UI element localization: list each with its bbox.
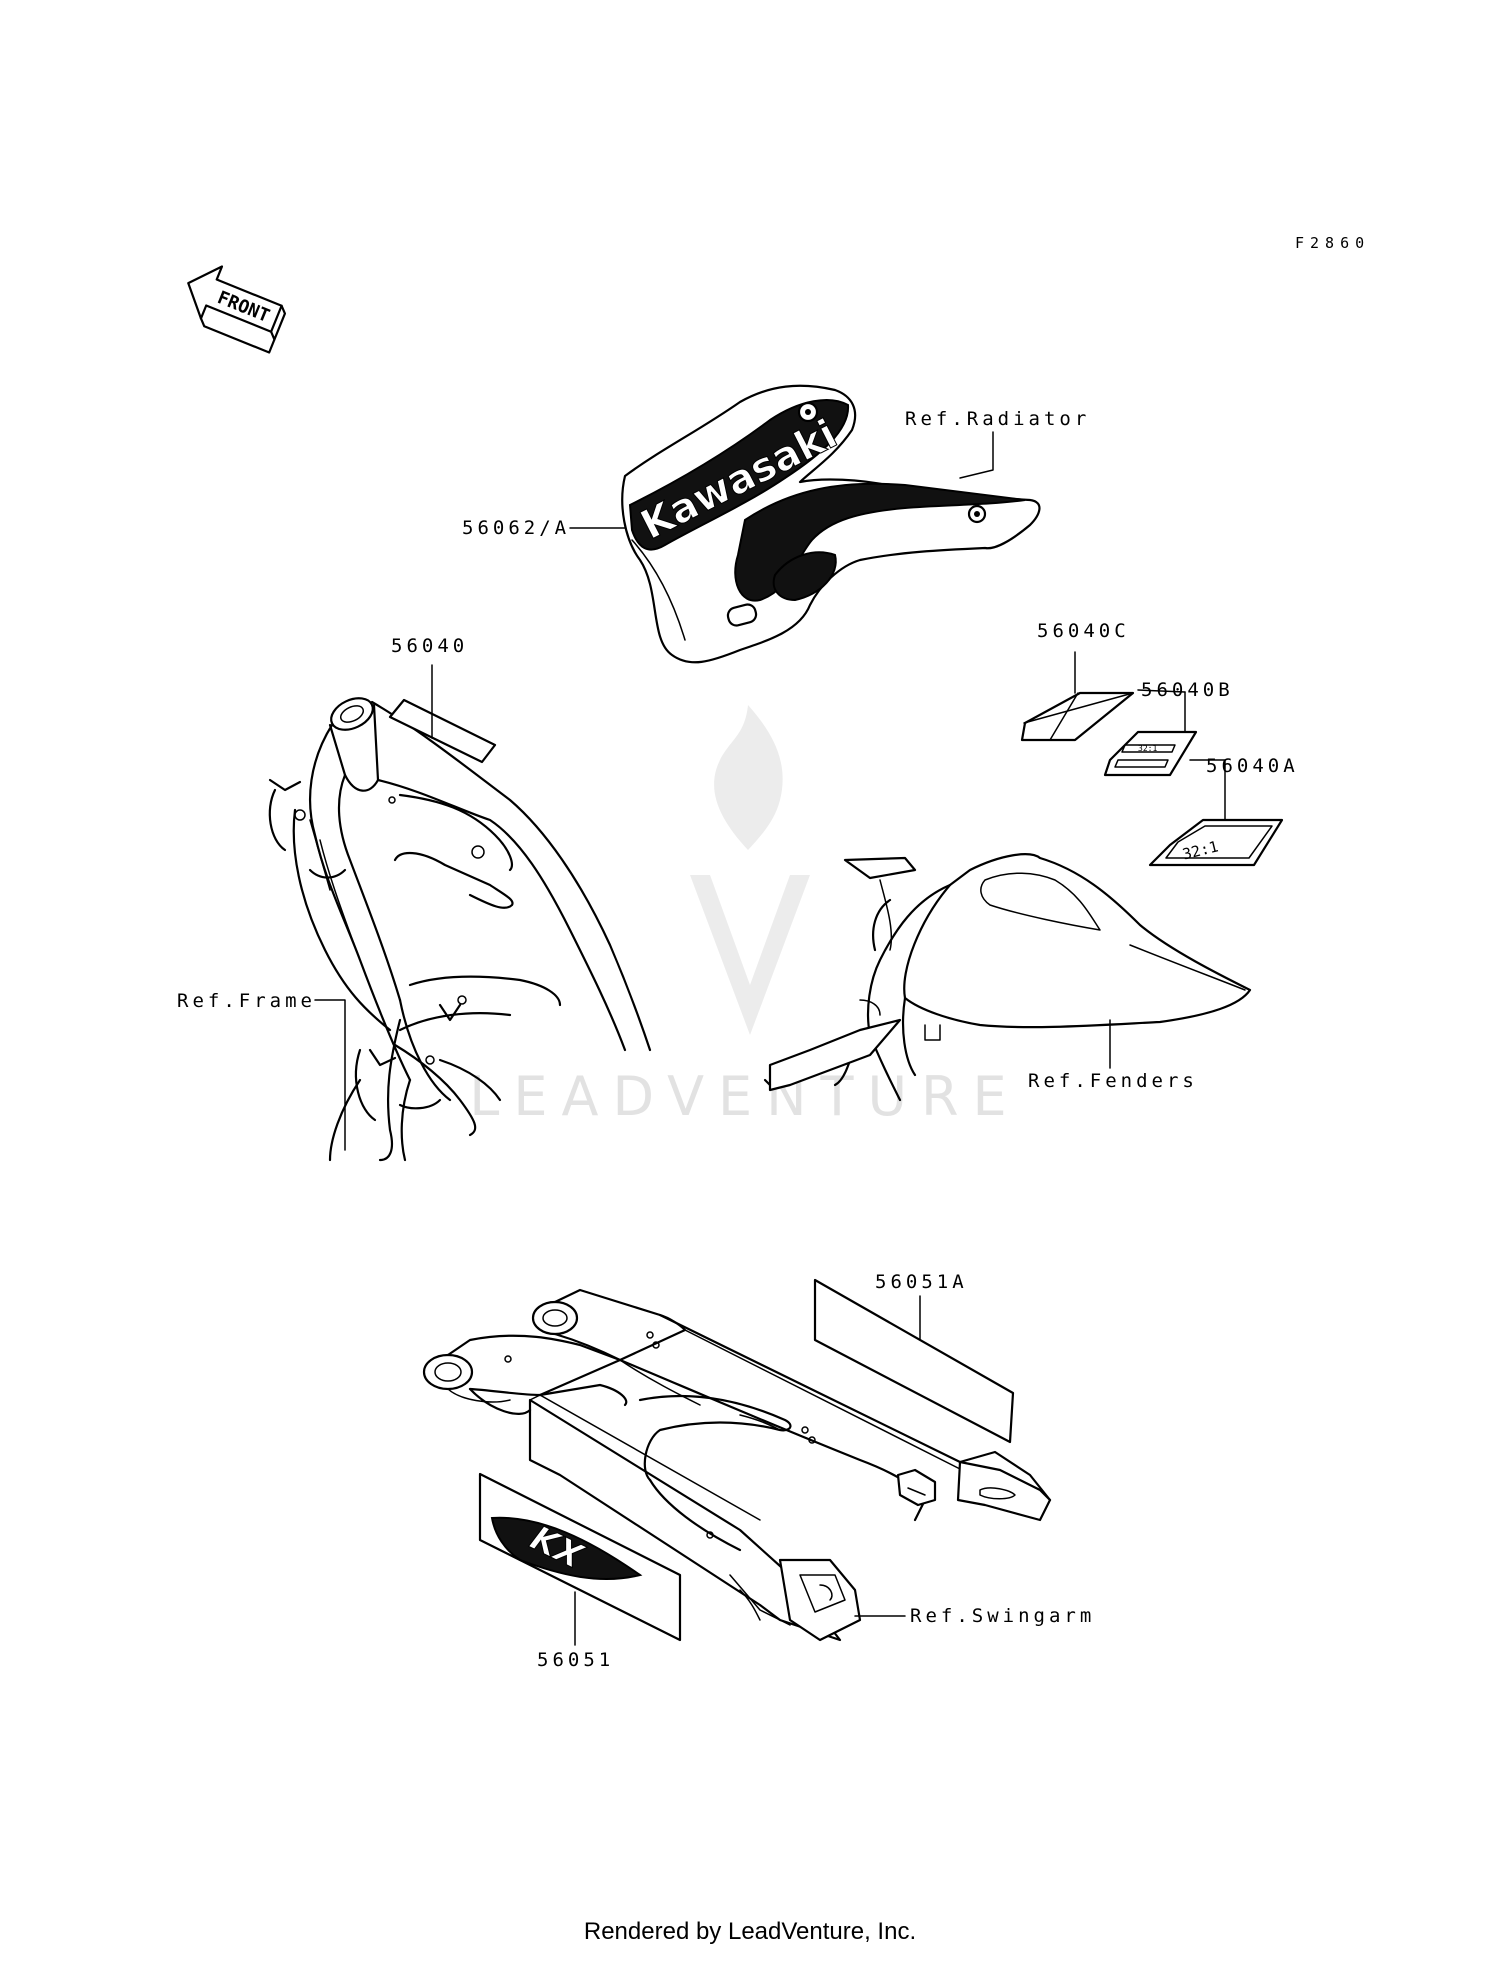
leadventure-watermark: LEADVENTURE bbox=[469, 705, 1020, 1128]
footer-credit: Rendered by LeadVenture, Inc. bbox=[583, 1918, 917, 1945]
label-b-mix-text: 32:1 bbox=[1138, 744, 1157, 753]
swingarm bbox=[422, 1288, 1052, 1642]
callout-ref-radiator: Ref.Radiator bbox=[905, 408, 1090, 430]
decal-56051A bbox=[813, 1278, 1015, 1444]
callout-ref-swingarm: Ref.Swingarm bbox=[910, 1605, 1095, 1627]
callout-56051: 56051 bbox=[537, 1649, 614, 1671]
label-56040C bbox=[1020, 691, 1135, 742]
callout-56040: 56040 bbox=[391, 635, 468, 657]
callout-56062A: 56062/A bbox=[462, 517, 570, 539]
label-56040A: 32:1 bbox=[1148, 818, 1284, 867]
watermark-text: LEADVENTURE bbox=[469, 1065, 1020, 1128]
frame bbox=[268, 697, 652, 1162]
rear-fender bbox=[763, 853, 1252, 1102]
callout-ref-fenders: Ref.Fenders bbox=[1028, 1070, 1198, 1092]
callout-56051A: 56051A bbox=[875, 1271, 968, 1293]
label-56040 bbox=[388, 698, 497, 764]
radiator-shroud: Kawasaki bbox=[621, 384, 1041, 664]
callout-ref-frame: Ref.Frame bbox=[177, 990, 316, 1012]
diagram-code: F2860 bbox=[1295, 234, 1370, 252]
callout-56040B: 56040B bbox=[1141, 679, 1234, 701]
callout-56040C: 56040C bbox=[1037, 620, 1130, 642]
front-direction-arrow: FRONT bbox=[187, 265, 287, 354]
decal-56051: KX bbox=[478, 1472, 682, 1642]
watermark-v-icon bbox=[690, 875, 810, 1035]
watermark-flame-icon bbox=[714, 705, 783, 850]
callout-56040A: 56040A bbox=[1206, 755, 1299, 777]
shroud-grommet-icon bbox=[726, 603, 758, 627]
label-56040B: 32:1 bbox=[1103, 730, 1198, 777]
